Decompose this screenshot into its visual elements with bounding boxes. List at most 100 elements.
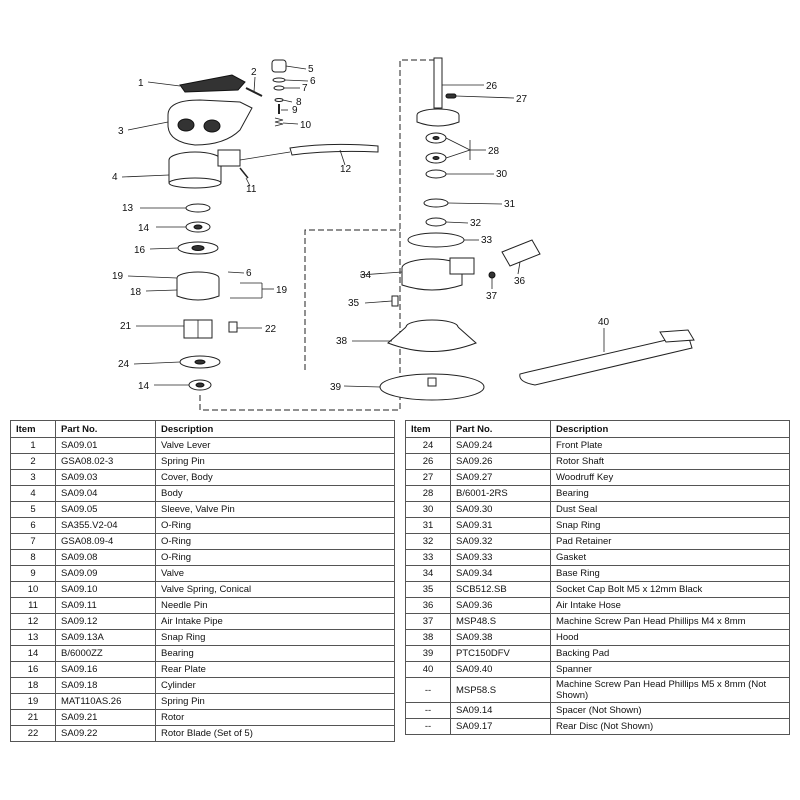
callout-22: 22: [265, 324, 277, 335]
callout-24: 24: [118, 359, 130, 370]
cell-part-no: SA09.01: [55, 437, 156, 454]
cell-part-no: SA09.11: [55, 597, 156, 614]
spanner-drawing: [519, 334, 693, 386]
cell-description: Hood: [550, 629, 790, 646]
cell-item: 32: [405, 533, 451, 550]
cell-item: 31: [405, 517, 451, 534]
cell-part-no: MSP58.S: [450, 677, 551, 703]
cell-part-no: SA09.12: [55, 613, 156, 630]
cell-part-no: SA09.40: [450, 661, 551, 678]
gasket-drawing: [407, 232, 465, 248]
cell-part-no: SA09.24: [450, 437, 551, 454]
cell-description: Gasket: [550, 549, 790, 566]
bearing-28b-bore: [432, 156, 440, 160]
cell-description: O-Ring: [155, 549, 395, 566]
callout-16: 16: [134, 245, 146, 256]
valve-spring-10-drawing: [274, 117, 284, 127]
o-ring-6-drawing: [272, 77, 286, 83]
cover-body-port-2: [203, 119, 221, 133]
cell-part-no: SA09.10: [55, 581, 156, 598]
cell-description: Base Ring: [550, 565, 790, 582]
body-base-drawing: [168, 177, 222, 189]
callout-40: 40: [598, 317, 610, 328]
callout-2: 2: [251, 67, 257, 78]
callout-34: 34: [360, 270, 372, 281]
callout-5: 5: [308, 64, 314, 75]
cell-description: Rotor Blade (Set of 5): [155, 725, 395, 742]
snap-ring-31-drawing: [423, 198, 449, 208]
o-ring-7-drawing: [273, 85, 285, 91]
cell-description: Needle Pin: [155, 597, 395, 614]
callout-6: 6: [310, 76, 316, 87]
callout-10: 10: [300, 120, 312, 131]
air-intake-hose-drawing: [501, 239, 541, 267]
callout-35: 35: [348, 298, 360, 309]
cell-description: Snap Ring: [550, 517, 790, 534]
cell-item: 36: [405, 597, 451, 614]
cell-item: 19: [10, 693, 56, 710]
callout-27: 27: [516, 94, 528, 105]
callout-4: 4: [112, 172, 118, 183]
cell-item: --: [405, 702, 451, 719]
cell-part-no: SA09.27: [450, 469, 551, 486]
cell-part-no: SA09.34: [450, 565, 551, 582]
cell-part-no: SA09.38: [450, 629, 551, 646]
cell-part-no: SA09.31: [450, 517, 551, 534]
cell-item: 27: [405, 469, 451, 486]
cell-part-no: SA09.13A: [55, 629, 156, 646]
cell-description: Spring Pin: [155, 453, 395, 470]
sleeve-valve-pin-drawing: [271, 59, 287, 73]
cell-description: Valve: [155, 565, 395, 582]
cell-part-no: SA09.05: [55, 501, 156, 518]
exploded-parts-diagram: 1 2 3 4 5 6 7 8 9 10 11 12 13 14 16 19 1…: [112, 57, 695, 411]
callout-28: 28: [488, 146, 500, 157]
callout-8: 8: [296, 97, 302, 108]
bearing-lower-bore: [195, 382, 205, 388]
cell-part-no: SA09.33: [450, 549, 551, 566]
pipe-link-line: [239, 151, 291, 161]
rotor-shaft-drawing: [433, 57, 443, 109]
callout-1: 1: [138, 78, 144, 89]
callout-7: 7: [302, 83, 308, 94]
cell-description: Machine Screw Pan Head Phillips M4 x 8mm: [550, 613, 790, 630]
callout-38: 38: [336, 336, 348, 347]
callout-39: 39: [330, 382, 342, 393]
cell-item: 16: [10, 661, 56, 678]
rotor-shaft-hub: [416, 115, 460, 127]
cell-item: 39: [405, 645, 451, 662]
cell-description: Spanner: [550, 661, 790, 678]
cell-part-no: PTC150DFV: [450, 645, 551, 662]
header-part-no: Part No.: [55, 420, 156, 438]
cell-description: Cover, Body: [155, 469, 395, 486]
cell-description: Sleeve, Valve Pin: [155, 501, 395, 518]
cell-part-no: SA09.26: [450, 453, 551, 470]
cell-description: O-Ring: [155, 533, 395, 550]
cell-item: 6: [10, 517, 56, 534]
bolt-35-drawing: [391, 295, 399, 307]
cell-item: 37: [405, 613, 451, 630]
assembly-guide-line: [199, 59, 438, 411]
cell-description: Rotor Shaft: [550, 453, 790, 470]
cell-item: --: [405, 718, 451, 735]
callout-numbers: 1 2 3 4 5 6 7 8 9 10 11 12 13 14 16 19 1…: [112, 64, 610, 393]
cell-part-no: SA09.16: [55, 661, 156, 678]
callout-32: 32: [470, 218, 482, 229]
cell-item: 12: [10, 613, 56, 630]
